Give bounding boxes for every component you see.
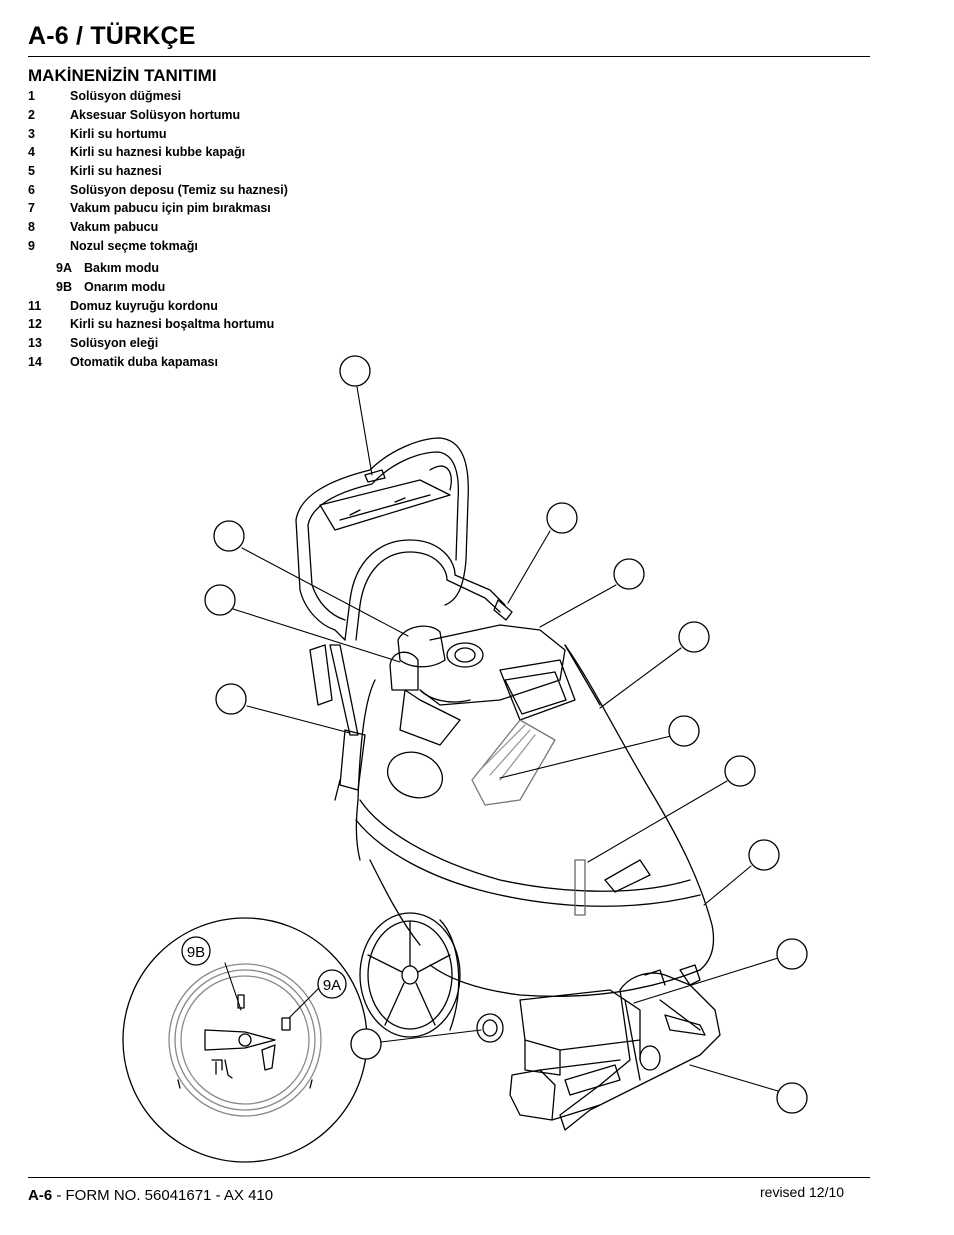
part-label: Kirli su haznesi kubbe kapağı [70, 145, 246, 159]
part-number: 9A [56, 261, 72, 275]
part-number: 3 [28, 127, 35, 141]
callout-circle [204, 584, 236, 616]
handle-frame [295, 437, 469, 641]
header-rule [28, 56, 870, 57]
callout-circle [339, 355, 371, 387]
part-label: Vakum pabucu için pim bırakması [70, 201, 271, 215]
support-rod [309, 644, 366, 801]
part-label: Nozul seçme tokmağı [70, 239, 198, 253]
part-number: 5 [28, 164, 35, 178]
footer-page-number: A-6 [28, 1187, 53, 1204]
part-label: Otomatik duba kapaması [70, 355, 218, 369]
part-label: Kirli su haznesi [70, 164, 162, 178]
callout-circle [776, 1082, 808, 1114]
footer-revised: revised 12/10 [760, 1184, 845, 1200]
part-number: 6 [28, 183, 35, 197]
callout-label-9b: 9B [187, 944, 205, 961]
part-number: 12 [28, 317, 42, 331]
callout-circle [213, 520, 245, 552]
part-number: 9B [56, 280, 72, 294]
part-label: Aksesuar Solüsyon hortumu [70, 108, 241, 122]
part-number: 14 [28, 355, 42, 369]
part-label: Solüsyon eleği [70, 336, 159, 350]
callout-circle [215, 683, 247, 715]
part-label: Vakum pabucu [70, 220, 159, 234]
callout-label-9a: 9A [323, 977, 341, 994]
vacuum-shoe [509, 964, 721, 1131]
callout-circle-9b [181, 936, 211, 966]
part-label: Solüsyon düğmesi [70, 89, 182, 103]
callout-circle [776, 938, 808, 970]
callout-circle [724, 755, 756, 787]
footer-form-number: A-6 - FORM NO. 56041671 - AX 410 [28, 1187, 273, 1204]
part-number: 13 [28, 336, 42, 350]
footer-rule [28, 1177, 870, 1178]
footer-form-text: - FORM NO. 56041671 - AX 410 [52, 1187, 274, 1204]
part-number: 7 [28, 201, 35, 215]
section-title: MAKİNENİZİN TANITIMI [28, 66, 217, 85]
part-number: 11 [28, 299, 42, 313]
part-number: 2 [28, 108, 35, 122]
part-number: 1 [28, 89, 35, 103]
hose-assembly [344, 539, 513, 641]
machine-body [355, 644, 715, 997]
callout-leaders [224, 386, 779, 1092]
callout-circle [546, 502, 578, 534]
part-label: Onarım modu [84, 280, 166, 294]
callout-circle [668, 715, 700, 747]
callout-circle-9a [317, 969, 347, 999]
base-assembly [476, 989, 641, 1076]
part-label: Domuz kuyruğu kordonu [70, 299, 218, 313]
part-number: 8 [28, 220, 35, 234]
part-label: Bakım modu [84, 261, 160, 275]
part-label: Solüsyon deposu (Temiz su haznesi) [70, 183, 288, 197]
part-number: 4 [28, 145, 35, 159]
part-number: 9 [28, 239, 35, 253]
dome-lid [389, 624, 566, 746]
part-label: Kirli su haznesi boşaltma hortumu [70, 317, 275, 331]
page-header-title: A-6 / TÜRKÇE [28, 22, 196, 50]
nozzle-detail-inset [122, 917, 368, 1163]
callout-circles [181, 355, 808, 1114]
callout-circle [350, 1028, 382, 1060]
wheel [359, 912, 461, 1038]
part-label: Kirli su hortumu [70, 127, 167, 141]
callout-circle [613, 558, 645, 590]
callout-circle [748, 839, 780, 871]
callout-circle [678, 621, 710, 653]
